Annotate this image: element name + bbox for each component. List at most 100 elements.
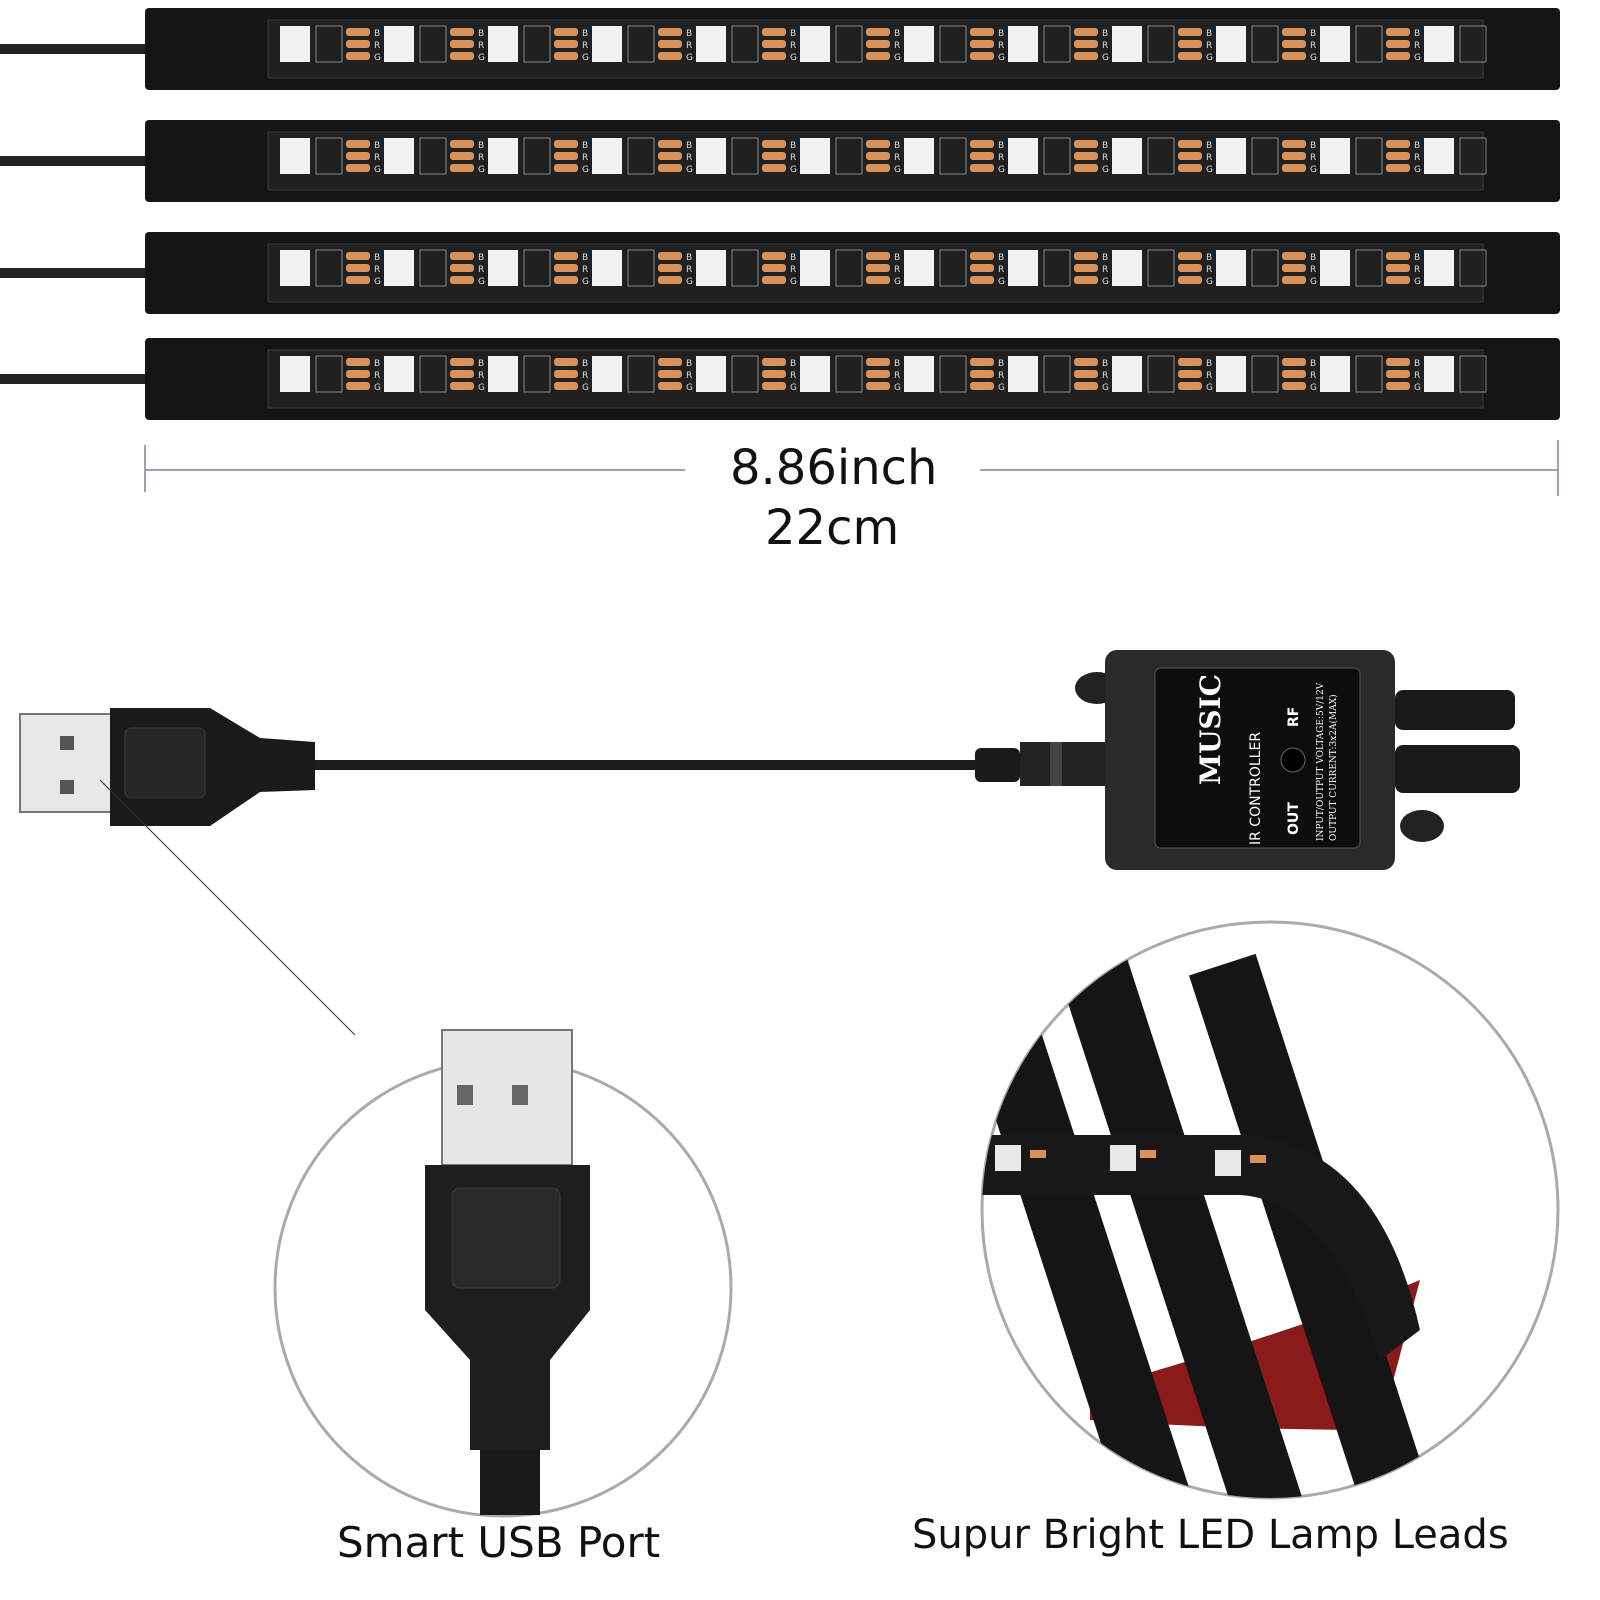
pad-label: B — [790, 29, 796, 39]
pad-label: B — [582, 359, 588, 369]
led-chip — [384, 250, 414, 286]
pad-label: G — [686, 165, 693, 175]
pad-label: G — [998, 165, 1005, 175]
dimension-line — [144, 440, 1559, 496]
pad-label: B — [582, 141, 588, 151]
led-chip — [1424, 26, 1454, 62]
pad-label: G — [894, 277, 901, 287]
pad-label: R — [790, 153, 796, 163]
port-rf-label: RF — [1286, 707, 1302, 727]
pad-label: G — [894, 165, 901, 175]
pad-label: R — [1310, 41, 1316, 51]
pad-label: R — [374, 265, 380, 275]
controller-brand: MUSIC — [1194, 674, 1227, 785]
led-chip — [1112, 26, 1142, 62]
pad-label: G — [998, 53, 1005, 63]
pad-label: B — [894, 359, 900, 369]
pad-label: R — [894, 41, 900, 51]
pad-label: B — [894, 253, 900, 263]
pad-label: R — [686, 265, 692, 275]
pad-label: G — [894, 53, 901, 63]
pad-label: G — [686, 277, 693, 287]
pad-label: B — [374, 359, 380, 369]
led-chip — [1424, 250, 1454, 286]
pad-label: G — [582, 53, 589, 63]
pad-label: B — [686, 253, 692, 263]
led-chip — [800, 356, 830, 392]
usb-zoom-circle — [99, 779, 733, 1518]
controller-title: IR CONTROLLER — [1248, 732, 1264, 845]
pad-label: G — [1206, 53, 1213, 63]
pad-label: G — [790, 165, 797, 175]
led-chip — [904, 250, 934, 286]
pad-label: B — [478, 253, 484, 263]
pad-label: B — [1414, 29, 1420, 39]
ir-controller: IR CONTROLLER MUSIC OUT RF INPUT/OUTPUT … — [1075, 650, 1520, 870]
spec-current: OUTPUT CURRENT:3x2A(MAX) — [1328, 694, 1339, 841]
pad-label: B — [478, 141, 484, 151]
pad-label: G — [1310, 53, 1317, 63]
pad-label: R — [998, 371, 1004, 381]
led-chip — [488, 138, 518, 174]
led-chip — [384, 356, 414, 392]
led-chip — [1112, 250, 1142, 286]
pad-label: G — [582, 165, 589, 175]
pad-label: R — [478, 153, 484, 163]
led-chip — [280, 250, 310, 286]
pad-label: R — [582, 41, 588, 51]
pad-label: R — [374, 371, 380, 381]
pad-label: B — [582, 29, 588, 39]
pad-label: G — [998, 383, 1005, 393]
pad-label: B — [1414, 359, 1420, 369]
pad-label: B — [894, 29, 900, 39]
pad-label: G — [478, 383, 485, 393]
pad-label: B — [1102, 29, 1108, 39]
pad-label: B — [686, 359, 692, 369]
leads-zoom-circle — [980, 920, 1560, 1500]
pad-label: B — [1102, 359, 1108, 369]
pad-label: G — [374, 165, 381, 175]
pad-label: R — [998, 265, 1004, 275]
pad-label: B — [1310, 253, 1316, 263]
pad-label: G — [998, 277, 1005, 287]
pad-label: B — [1102, 141, 1108, 151]
led-chip — [1216, 26, 1246, 62]
pad-label: B — [1102, 253, 1108, 263]
pad-label: B — [374, 29, 380, 39]
pad-label: R — [1206, 265, 1212, 275]
pad-label: R — [1414, 265, 1420, 275]
pad-label: G — [1206, 277, 1213, 287]
pad-label: G — [1102, 277, 1109, 287]
led-chip — [1320, 250, 1350, 286]
led-chip — [592, 26, 622, 62]
pad-label: G — [478, 165, 485, 175]
pad-label: R — [686, 153, 692, 163]
led-chip — [1320, 356, 1350, 392]
dimension-inches: 8.86inch — [730, 440, 938, 496]
pad-label: G — [1310, 383, 1317, 393]
led-chip — [488, 26, 518, 62]
led-chip — [904, 138, 934, 174]
pad-label: R — [582, 265, 588, 275]
usb-caption: Smart USB Port — [337, 1518, 661, 1567]
led-chip — [904, 26, 934, 62]
pad-label: G — [1206, 383, 1213, 393]
led-chip — [592, 356, 622, 392]
led-chip — [1320, 26, 1350, 62]
led-chip — [800, 250, 830, 286]
pad-label: B — [1310, 359, 1316, 369]
led-chip — [696, 250, 726, 286]
pad-label: R — [998, 153, 1004, 163]
led-chip — [904, 356, 934, 392]
pad-label: B — [478, 359, 484, 369]
led-chip — [696, 26, 726, 62]
pad-label: R — [1414, 153, 1420, 163]
pad-label: G — [894, 383, 901, 393]
pad-label: B — [1414, 253, 1420, 263]
pad-label: R — [998, 41, 1004, 51]
pad-label: R — [374, 41, 380, 51]
pad-label: G — [1206, 165, 1213, 175]
led-chip — [1112, 356, 1142, 392]
